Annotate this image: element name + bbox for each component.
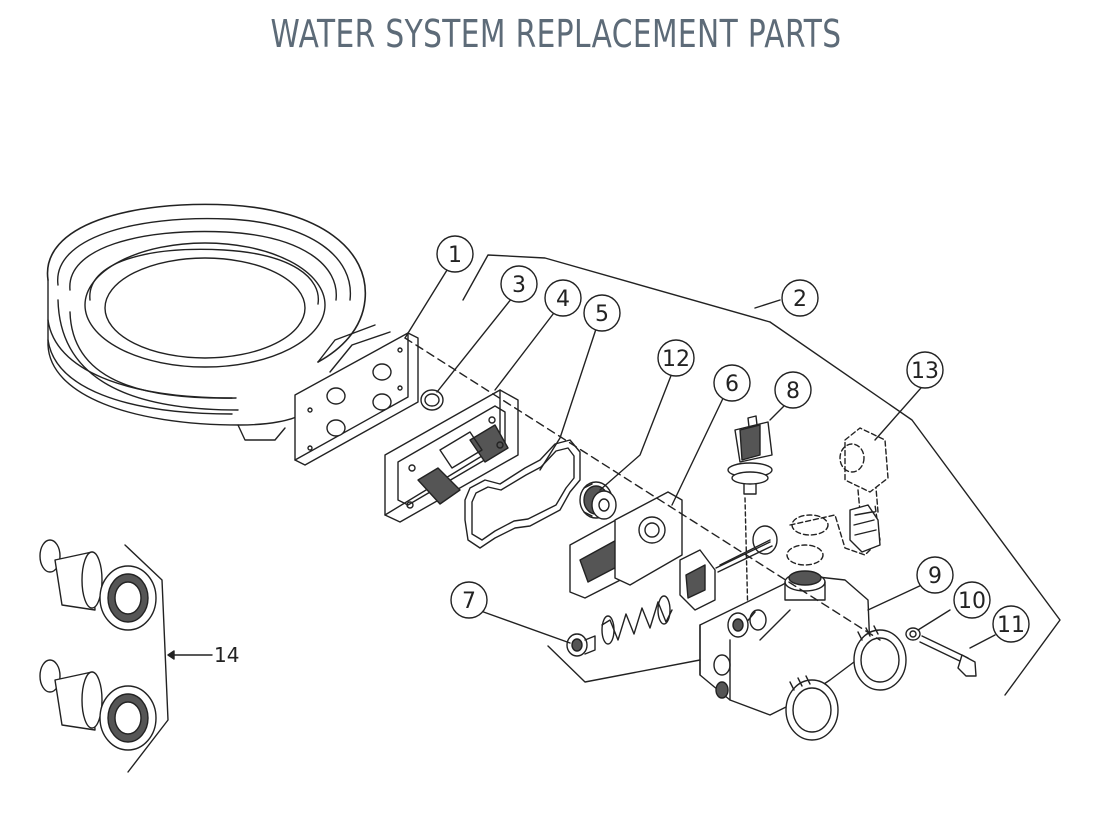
callout-11: 11 bbox=[992, 605, 1030, 643]
svg-text:12: 12 bbox=[662, 347, 690, 372]
callout-4: 4 bbox=[544, 279, 582, 317]
diaphragm-plate bbox=[569, 491, 716, 611]
bolt bbox=[919, 635, 977, 677]
callout-12: 12 bbox=[657, 339, 695, 377]
bypass-nipple bbox=[849, 504, 881, 553]
svg-text:9: 9 bbox=[928, 564, 942, 589]
gasket bbox=[464, 439, 581, 549]
check-valve bbox=[579, 481, 617, 520]
axis-line bbox=[404, 337, 881, 641]
heater-flange bbox=[294, 332, 419, 466]
washer bbox=[905, 627, 921, 641]
heater-coil bbox=[46, 203, 391, 441]
svg-text:1: 1 bbox=[448, 243, 462, 268]
callouts: 1 2 3 4 5 6 7 8 9 10 11 12 13 bbox=[436, 235, 1030, 643]
callout-10: 10 bbox=[953, 581, 991, 619]
spring bbox=[601, 595, 673, 645]
callout-8: 8 bbox=[774, 371, 812, 409]
callout-6: 6 bbox=[713, 364, 751, 402]
svg-text:5: 5 bbox=[595, 302, 609, 327]
manifold-cover bbox=[384, 389, 519, 523]
bracket-14 bbox=[124, 544, 169, 773]
callout-14: 14 bbox=[214, 643, 239, 667]
svg-text:4: 4 bbox=[556, 287, 570, 312]
svg-text:13: 13 bbox=[911, 359, 939, 384]
callout-5: 5 bbox=[583, 294, 621, 332]
svg-text:6: 6 bbox=[725, 372, 739, 397]
union-fittings bbox=[39, 539, 157, 751]
assembly-bracket bbox=[462, 254, 771, 323]
callout-3: 3 bbox=[500, 265, 538, 303]
pressure-switch bbox=[715, 415, 778, 621]
callout-7: 7 bbox=[450, 581, 488, 619]
callout-9: 9 bbox=[916, 556, 954, 594]
o-ring bbox=[420, 389, 444, 411]
svg-text:11: 11 bbox=[997, 613, 1025, 638]
plug-screw bbox=[566, 633, 596, 657]
svg-text:3: 3 bbox=[512, 273, 526, 298]
callout-2: 2 bbox=[781, 279, 819, 317]
svg-text:2: 2 bbox=[793, 287, 807, 312]
svg-text:10: 10 bbox=[958, 589, 986, 614]
diagram-title: WATER SYSTEM REPLACEMENT PARTS bbox=[270, 12, 842, 56]
callout-1: 1 bbox=[436, 235, 474, 273]
svg-text:7: 7 bbox=[462, 589, 476, 614]
valve-body bbox=[699, 570, 907, 741]
svg-text:8: 8 bbox=[786, 379, 800, 404]
callout-13: 13 bbox=[906, 351, 944, 389]
